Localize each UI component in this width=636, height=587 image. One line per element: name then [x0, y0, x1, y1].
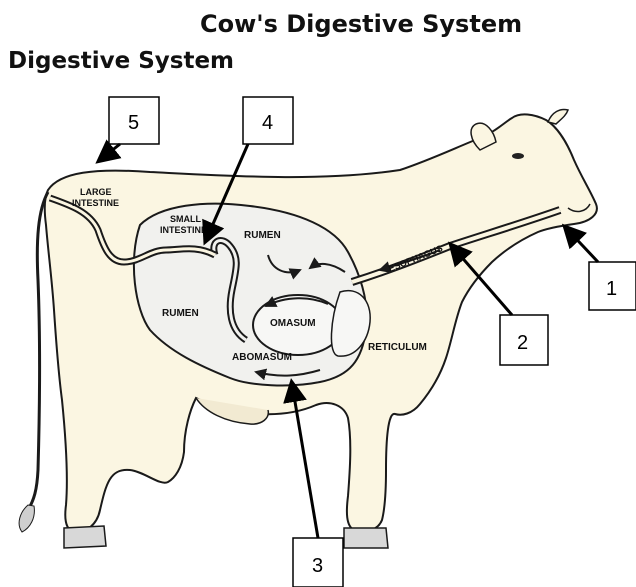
- callout-arrow-1: [566, 228, 598, 262]
- label-large-intestine-1: LARGE: [80, 187, 112, 197]
- callout-number-4: 4: [262, 112, 273, 134]
- label-rumen-lower: RUMEN: [162, 308, 199, 319]
- label-large-intestine-2: INTESTINE: [72, 198, 119, 208]
- callout-number-3: 3: [312, 555, 323, 577]
- label-abomasum: ABOMASUM: [232, 352, 292, 363]
- callout-number-2: 2: [517, 332, 528, 354]
- label-rumen-upper: RUMEN: [244, 230, 281, 241]
- callout-arrow-5: [100, 144, 120, 160]
- label-omasum: OMASUM: [270, 318, 316, 329]
- label-small-intestine-2: INTESTINE: [160, 225, 207, 235]
- cow-horn: [548, 110, 568, 125]
- hoof-front: [344, 528, 388, 548]
- hoof-rear: [64, 526, 106, 548]
- cow-eye: [512, 153, 524, 159]
- label-reticulum: RETICULUM: [368, 342, 427, 353]
- cow-tail: [28, 192, 48, 510]
- callout-number-1: 1: [606, 278, 617, 300]
- tail-tuft: [19, 505, 34, 532]
- label-small-intestine-1: SMALL: [170, 214, 201, 224]
- callout-number-5: 5: [128, 112, 139, 134]
